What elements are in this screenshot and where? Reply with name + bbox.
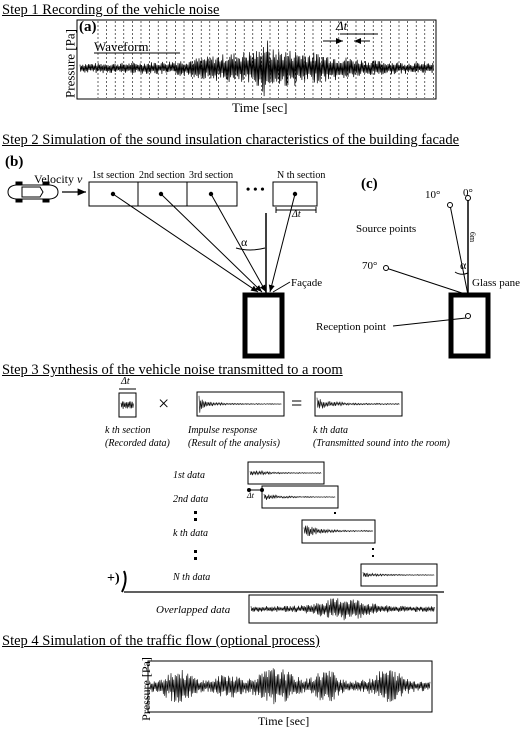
facade-leader [272,281,291,293]
times-sign: × [158,393,170,415]
reception-point-label: Reception point [316,321,386,333]
reception-point [465,313,471,319]
alpha-arc-b [235,247,266,251]
impulse-response-label: Impulse response [188,425,258,436]
panel-a-label: (a) [79,19,97,35]
data-box-kth [301,519,376,544]
room-c [448,292,491,359]
small-delta-t: Δt [247,491,254,500]
data-label-1st: 1st data [173,470,205,481]
waveform-a [79,40,434,97]
data-nth-wave [362,572,435,578]
reception-leader [392,317,467,327]
panel-b-label: (b) [5,154,24,170]
step3-heading: Step 3 Synthesis of the vehicle noise tr… [2,362,343,378]
kth-section-wave [120,401,134,410]
transmitted-label: (Transmitted sound into the room) [313,438,450,449]
impulse-wave [198,395,282,413]
section-1-label: 1st section [92,170,135,181]
plus-bracket [121,570,127,593]
overlapped-box [248,594,438,624]
angle-70-label: 70° [362,260,378,272]
data-label-kth: k th data [173,528,208,539]
panel-a-frame [76,19,437,100]
kth-data-box [314,391,403,417]
step3-delta-t: Δt [121,376,130,387]
impulse-box [196,391,285,417]
section-box-3 [186,181,238,207]
step4-heading: Step 4 Simulation of the traffic flow (o… [2,633,320,649]
panel-a-delta-t: Δt [336,18,348,33]
data-box-nth [360,563,438,587]
data-box-2nd [261,485,339,509]
facade-label: Façade [291,277,323,289]
room-b [242,292,285,359]
overlapped-wave [250,598,435,621]
source-point-70 [383,265,389,271]
panel-c-label: (c) [361,176,378,192]
kth-section-box [118,392,137,418]
source-point-10 [447,202,453,208]
data-label-nth: N th data [173,572,211,583]
panel-a-waveform-label: Waveform [94,39,149,54]
step4-xlabel: Time [sec] [258,714,310,728]
data-label-2nd: 2nd data [173,494,209,505]
kth-section-label: k th section [105,425,151,436]
angle-10-label: 10° [425,189,441,201]
angle-0-label: 0° [463,187,473,199]
section-3-label: 3rd section [189,170,234,181]
section-box-n [272,181,318,207]
data-box-1st [247,461,325,485]
step2-heading: Step 2 Simulation of the sound insulatio… [2,132,460,148]
data-2nd-wave [263,494,336,500]
section-dots: • • • [246,182,265,196]
traffic-flow-frame [147,660,433,713]
source-dots-b [110,191,298,197]
section-n-label: N th section [277,170,326,181]
analysis-result-label: (Result of the analysis) [188,438,280,449]
source-points-label: Source points [356,223,417,235]
section-2-label: 2nd section [139,170,185,181]
equals-sign: = [291,393,303,415]
ray-c-70deg [385,267,469,296]
ray-lines-b [112,193,296,293]
facade-point-left [246,292,252,298]
panel-a-section-grid [97,21,434,98]
facade-point-right [275,292,281,298]
vertical-dots-1 [194,511,336,521]
panel-a-xlabel: Time [sec] [232,100,288,115]
step1-heading: Step 1 Recording of the vehicle noise [2,2,220,18]
overlapped-label: Overlapped data [156,604,231,616]
alpha-arc-c [454,271,469,275]
traffic-flow-wave [149,668,431,705]
vertical-dots-2 [194,548,374,560]
plus-sign: +) [107,571,120,586]
kth-data-label: k th data [313,425,348,436]
panel-b-alpha: α [241,235,248,249]
source-point-0 [465,195,471,201]
kth-data-wave [316,397,400,409]
panel-c-alpha: α [460,258,467,272]
car-icon [7,181,59,203]
panel-b-delta-t: Δt [292,209,301,220]
glass-pane-label: Glass pane [472,277,520,289]
data-kth-wave [303,525,374,537]
recorded-data-label: (Recorded data) [105,438,170,449]
data-1st-wave [249,470,322,476]
ray-c-10deg [449,204,469,296]
